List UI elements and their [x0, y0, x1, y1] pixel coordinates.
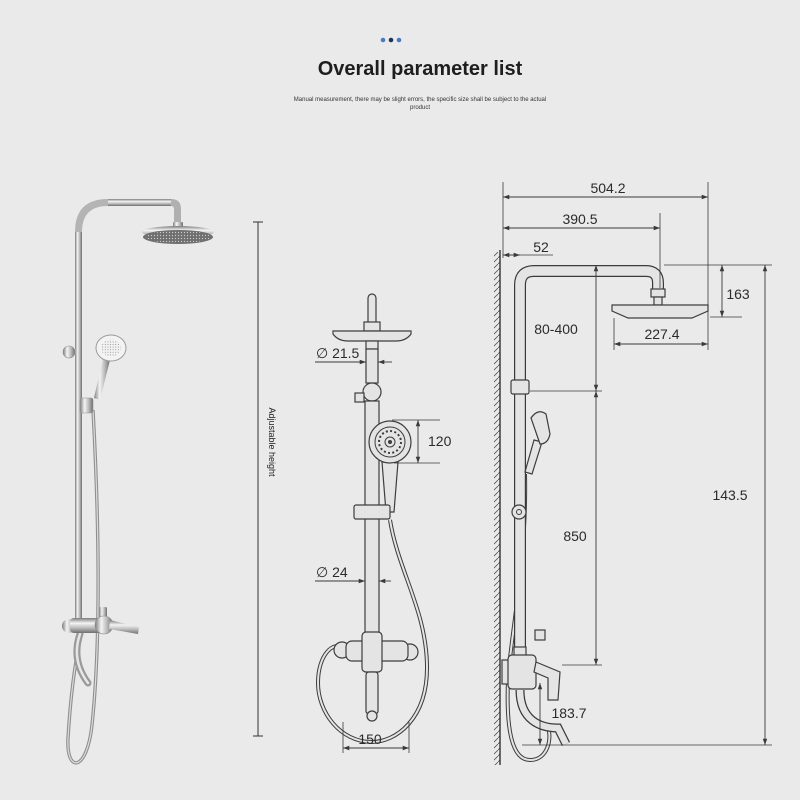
side-mixer-lever — [533, 661, 561, 701]
product-photo — [62, 199, 214, 765]
dim-wall-offset: 52 — [533, 239, 549, 255]
side-arm-joint — [510, 379, 530, 395]
dim-mixer-width: 150 — [358, 731, 382, 747]
front-slider-bracket — [353, 504, 391, 520]
dim-total-height: 143.5 — [712, 487, 747, 503]
front-head-connector — [363, 321, 381, 332]
header: Overall parameter list Manual measuremen… — [294, 37, 546, 111]
photo-diverter — [99, 607, 107, 618]
header-dot-3 — [396, 37, 402, 43]
front-top-pipe-stub — [367, 293, 377, 327]
front-mixer-lever — [365, 671, 379, 715]
adjustable-height-indicator: Adjustable height — [253, 221, 277, 737]
side-tub-spout-inner — [516, 689, 569, 746]
adjustable-height-label: Adjustable height — [267, 407, 277, 477]
dim-hand-shower-height: 120 — [428, 433, 452, 449]
front-head-neck — [365, 340, 379, 350]
front-upper-pipe — [365, 348, 379, 384]
photo-hand-shower-handle — [94, 358, 110, 400]
dim-spout-height: 183.7 — [551, 705, 586, 721]
wall-hatch — [494, 252, 500, 765]
front-view-drawing: ∅ 21.5 120 ∅ 24 150 — [315, 293, 452, 753]
header-dot-2 — [388, 37, 394, 43]
side-rain-shower-head — [611, 304, 709, 319]
front-swivel-joint — [362, 382, 382, 402]
dim-slider-to-mixer: 850 — [563, 528, 587, 544]
side-mixer-body — [507, 654, 537, 690]
front-hand-shower-nozzles — [378, 430, 402, 454]
front-hand-shower-dot — [388, 440, 392, 444]
dim-overall-depth: 504.2 — [590, 180, 625, 196]
front-hand-shower-center — [384, 436, 396, 448]
side-view-drawing: 504.2 390.5 52 163 227.4 80-400 850 143.… — [494, 180, 772, 765]
dim-riser-diameter: ∅ 24 — [316, 564, 348, 580]
side-head-neck — [653, 296, 663, 306]
front-lever-tip — [366, 710, 378, 722]
front-hose-inner — [316, 519, 429, 744]
photo-slider — [79, 397, 94, 414]
dim-arm-reach: 390.5 — [562, 211, 597, 227]
photo-mixer-lever — [109, 620, 139, 634]
photo-shower-head-nozzles — [145, 231, 211, 243]
dim-head-diameter: 227.4 — [644, 326, 679, 342]
front-swivel-bracket — [354, 392, 365, 403]
photo-hand-shower-nozzles — [101, 339, 121, 357]
side-riser-and-arm-inner — [515, 266, 663, 650]
side-head-nut — [650, 288, 666, 298]
photo-tub-spout-highlight — [75, 632, 90, 685]
side-diverter-knob — [534, 629, 546, 641]
side-hand-shower-head — [530, 411, 551, 445]
photo-hose-highlight — [67, 409, 99, 764]
page-subtitle-line-1: Manual measurement, there may be slight … — [294, 97, 546, 103]
page-title: Overall parameter list — [318, 58, 523, 80]
front-rain-shower-head — [332, 330, 412, 342]
photo-top-bend — [75, 199, 108, 232]
dim-head-pipe-diameter: ∅ 21.5 — [316, 345, 360, 361]
photo-arm-elbow — [171, 199, 181, 224]
dim-slider-range: 80-400 — [534, 321, 578, 337]
header-dot-1 — [380, 37, 386, 43]
front-hand-shower-ring — [374, 426, 406, 458]
side-slider-center — [516, 509, 522, 515]
photo-holder-knob — [62, 345, 76, 359]
side-slider — [511, 504, 527, 520]
page-subtitle-line-2: product — [410, 105, 430, 111]
photo-riser-pipe — [75, 232, 82, 620]
front-mixer-cartridge — [361, 631, 383, 673]
photo-shower-arm — [108, 199, 171, 206]
dim-head-drop: 163 — [726, 286, 750, 302]
